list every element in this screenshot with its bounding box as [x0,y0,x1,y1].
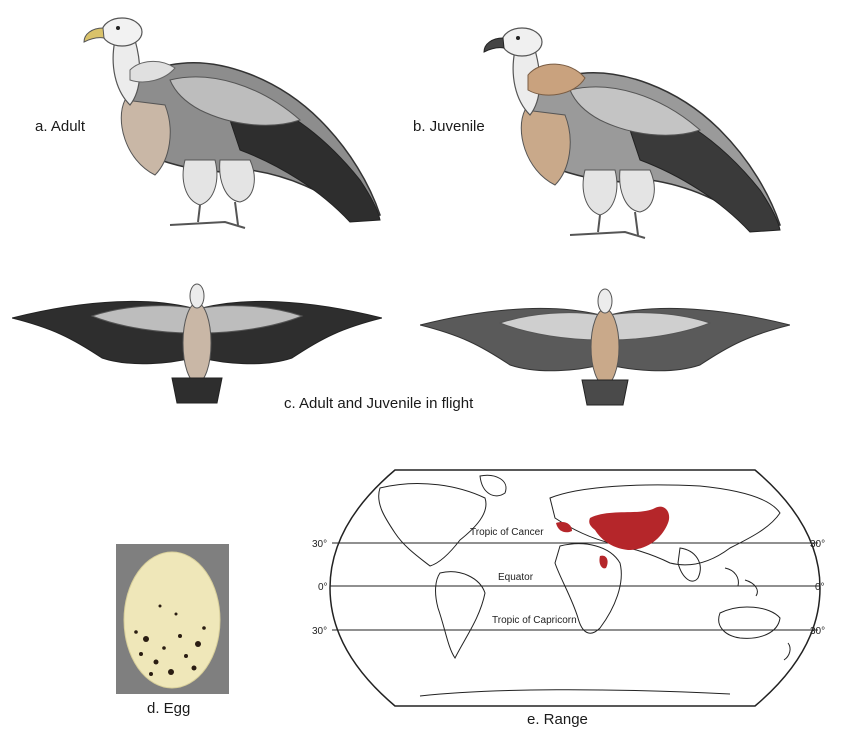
range-map: Tropic of Cancer Equator Tropic of Capri… [310,468,840,708]
caption-juvenile: b. Juvenile [413,118,485,135]
egg-image [116,544,229,694]
label-lat-30-right-north: 30° [810,539,825,550]
caption-range: e. Range [527,711,588,728]
label-lat-30-left-south: 30° [312,626,327,637]
adult-flight-illustration [12,278,382,408]
caption-egg: d. Egg [147,700,191,717]
juvenile-perched-illustration [470,20,790,250]
label-lat-30-right-south: 30° [810,626,825,637]
label-lat-0-right: 0° [815,582,825,593]
adult-perched-illustration [70,10,390,240]
label-tropic-capricorn: Tropic of Capricorn [492,615,577,626]
caption-adult: a. Adult [35,118,86,135]
label-equator: Equator [498,572,534,583]
label-lat-0-left: 0° [318,582,328,593]
caption-flight: c. Adult and Juvenile in flight [284,395,474,412]
juvenile-flight-illustration [420,285,790,410]
label-tropic-cancer: Tropic of Cancer [470,527,544,538]
label-lat-30-left-north: 30° [312,539,327,550]
